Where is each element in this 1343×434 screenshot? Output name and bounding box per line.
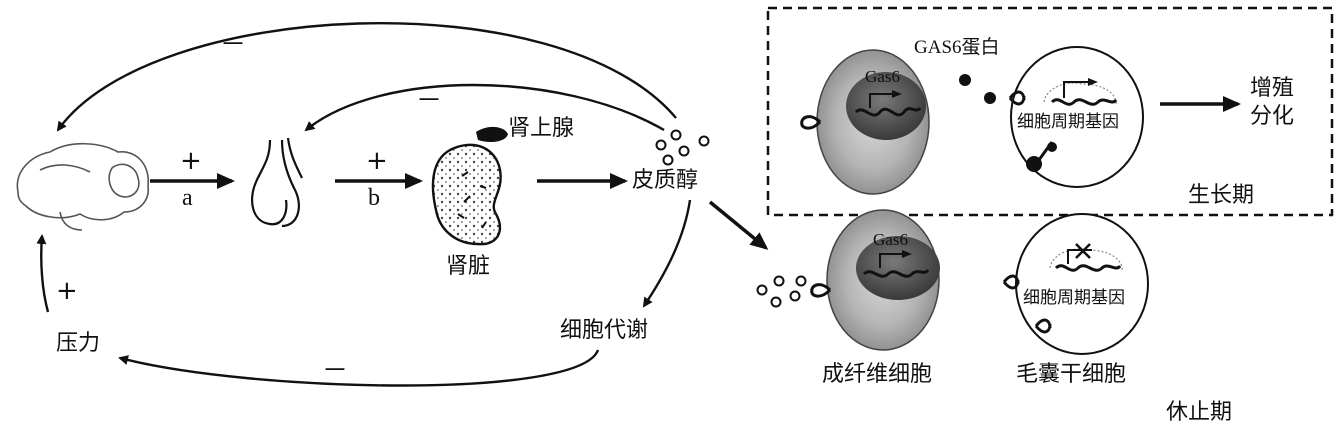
fibroblast-cell-rest [810,209,940,351]
plus-sign-b: + [366,146,388,176]
growth-phase-box [766,6,1334,217]
kidney-label: 肾脏 [446,254,491,279]
minus-sign-top: － [220,30,247,60]
arrow-metabolism-to-pressure [118,349,600,387]
adrenal-gland-icon [476,126,508,142]
plus-sign-pressure: + [56,276,78,306]
stem-cell-rest [1002,213,1149,355]
cortisol-label: 皮质醇 [632,168,699,193]
gas6-protein-label: GAS6蛋白 [914,37,1000,58]
feedback-cortisol-to-pituitary [304,83,665,132]
gas6-gene-label-top: Gas6 [865,67,900,86]
stem-cell-label: 毛囊干细胞 [1016,362,1127,387]
arrow-pressure-to-brain [36,234,50,313]
plus-sign-a: + [180,146,202,176]
proliferation-label-2: 分化 [1250,104,1295,129]
growth-phase-label: 生长期 [1188,183,1255,208]
gas6-protein-icon [959,74,971,86]
brain-icon [16,142,149,231]
minus-sign-bottom: － [322,356,349,386]
pressure-label: 压力 [56,331,101,356]
minus-sign-pituitary: － [416,86,443,116]
cortisol-molecules-bottom [756,275,807,308]
cell-cycle-gene-label-bottom: 细胞周期基因 [1023,288,1125,308]
stem-cell-growth [1008,46,1144,188]
fibroblast-label: 成纤维细胞 [822,362,933,387]
cell-metabolism-label: 细胞代谢 [560,318,649,343]
resting-phase-label: 休止期 [1166,400,1233,425]
gas6-gene-label-bottom: Gas6 [873,230,908,249]
kidney-icon [431,126,508,246]
feedback-cortisol-to-brain [56,21,677,132]
arrow-cortisol-to-rest [708,200,769,250]
arrow-a-label: a [182,185,193,211]
proliferation-label-1: 增殖 [1250,76,1295,101]
pituitary-icon [251,137,303,228]
adrenal-gland-label: 肾上腺 [508,116,575,141]
arrow-b-label: b [368,185,380,211]
arrow-cortisol-to-metabolism [642,199,692,308]
cortisol-molecules-top [655,129,710,166]
cell-cycle-gene-label-top: 细胞周期基因 [1017,112,1119,132]
fibroblast-cell-growth [800,49,930,195]
gas6-protein-icon [984,92,996,104]
